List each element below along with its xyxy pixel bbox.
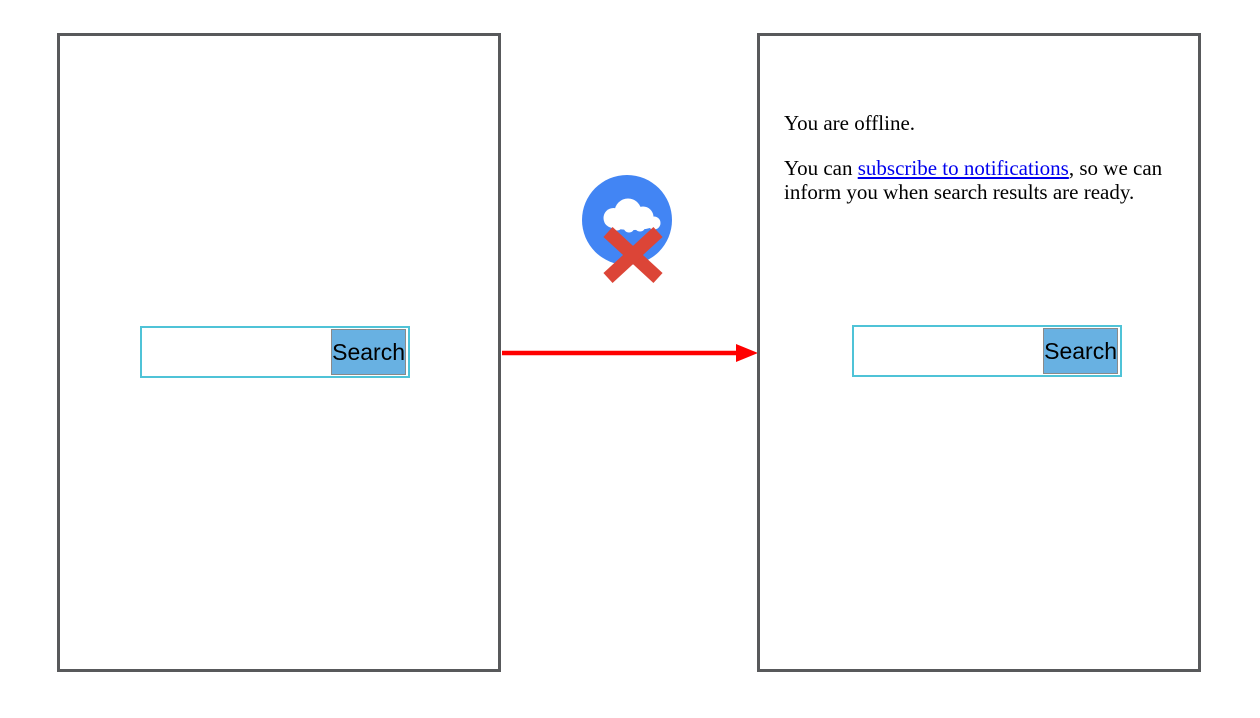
search-button[interactable]: Search bbox=[1043, 328, 1118, 374]
offline-cloud-icon bbox=[582, 175, 672, 283]
flow-arrow-icon bbox=[502, 344, 758, 362]
notification-message: You can subscribe to notifications, so w… bbox=[784, 156, 1188, 204]
arrow-head bbox=[736, 344, 758, 362]
search-form: Search bbox=[140, 326, 410, 378]
cloud-icon bbox=[603, 198, 661, 233]
left-app-frame: Search bbox=[57, 33, 501, 672]
notification-text-after-link: , so we can inform you when search resul… bbox=[784, 156, 1163, 204]
search-button[interactable]: Search bbox=[331, 329, 406, 375]
subscribe-to-notifications-link[interactable]: subscribe to notifications bbox=[857, 156, 1069, 180]
error-x-icon bbox=[603, 227, 663, 283]
search-input[interactable] bbox=[142, 328, 332, 376]
offline-message: You are offline. bbox=[784, 111, 916, 135]
offline-text-block: You are offline. You can subscribe to no… bbox=[784, 111, 1188, 225]
search-form: Search bbox=[852, 325, 1122, 377]
search-input[interactable] bbox=[854, 327, 1044, 375]
notification-text-before-link: You can bbox=[784, 156, 858, 180]
right-app-frame: You are offline. You can subscribe to no… bbox=[757, 33, 1201, 672]
